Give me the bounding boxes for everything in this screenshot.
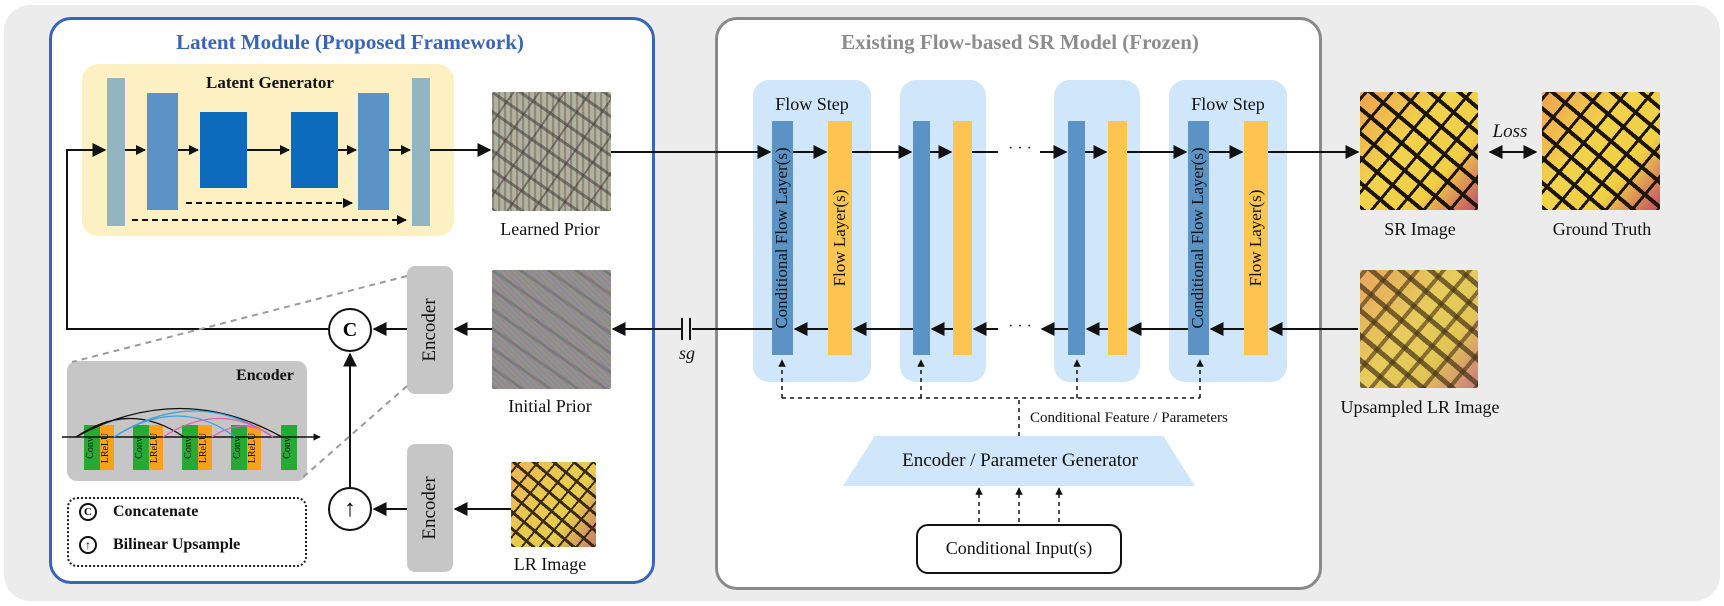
ellipsis-top: · · · <box>1008 140 1032 157</box>
latent-module-title: Latent Module (Proposed Framework) <box>176 30 524 54</box>
flow-step-4-label: Flow Step <box>1191 94 1265 114</box>
generator-arrows <box>125 145 411 225</box>
sr-image-label: SR Image <box>1384 219 1456 239</box>
generator-outer-bar-right <box>412 78 430 226</box>
param-generator-label: Encoder / Parameter Generator <box>902 450 1138 471</box>
encoder-detail-title: Encoder <box>236 367 294 384</box>
flow-model-title: Existing Flow-based SR Model (Frozen) <box>841 30 1199 54</box>
learned-prior-image <box>492 92 611 211</box>
param-generator <box>843 436 1195 486</box>
legend-upsample-circle: ↑ <box>79 536 97 554</box>
zoom-line-top <box>71 275 408 363</box>
cond-input-label: Conditional Input(s) <box>945 538 1093 558</box>
reverse-flow-arrows <box>611 318 1358 340</box>
cond-flow-layer-3 <box>1068 121 1085 355</box>
upsample-node: ↑ <box>328 487 372 531</box>
generator-inner-block-right <box>291 112 338 188</box>
flow-step-1-label: Flow Step <box>775 94 849 114</box>
sr-image <box>1360 92 1478 210</box>
concat-node: C <box>328 308 372 352</box>
zoom-line-bottom <box>301 385 408 479</box>
generator-inner-block-left <box>200 112 247 188</box>
cond-flow-layer-4 <box>1188 121 1209 355</box>
ground-truth-image <box>1542 92 1660 210</box>
legend-concat-circle: C <box>79 503 97 521</box>
encoder-block-bottom <box>407 444 453 572</box>
upsampled-lr-image <box>1360 270 1478 388</box>
concat-to-generator-arrow <box>66 143 328 330</box>
legend-concat-label: Concatenate <box>113 503 199 520</box>
encoder-skip-arcs <box>75 407 283 438</box>
latent-generator-label: Latent Generator <box>206 73 334 92</box>
cond-input-box <box>916 524 1122 574</box>
cond-flow-layer-1 <box>772 121 793 355</box>
initial-prior-label: Initial Prior <box>508 396 592 416</box>
learned-prior-label: Learned Prior <box>500 219 600 239</box>
cond-feature-label: Conditional Feature / Parameters <box>1030 410 1228 426</box>
ground-truth-label: Ground Truth <box>1552 219 1652 239</box>
flow-layer-1 <box>828 121 852 355</box>
flow-layer-4 <box>1244 121 1268 355</box>
flow-layer-3 <box>1108 121 1127 355</box>
legend-upsample-label: Bilinear Upsample <box>113 536 241 553</box>
cond-feature-arrows <box>778 359 1204 522</box>
legend-box <box>67 497 307 567</box>
generator-mid-bar-left <box>147 93 178 210</box>
lr-image-label: LR Image <box>513 554 587 574</box>
upsampled-lr-label: Upsampled LR Image <box>1340 397 1500 417</box>
generator-mid-bar-right <box>358 93 389 210</box>
generator-outer-bar-left <box>107 78 125 226</box>
cond-flow-layer-2 <box>913 121 930 355</box>
ellipsis-bottom: · · · <box>1008 318 1032 335</box>
stop-gradient-label: sg <box>678 343 695 363</box>
loss-label: Loss <box>1492 121 1528 142</box>
lr-image <box>511 462 596 547</box>
flow-layer-2 <box>953 121 972 355</box>
encoder-block-top <box>407 266 453 394</box>
initial-prior-image <box>492 270 611 389</box>
